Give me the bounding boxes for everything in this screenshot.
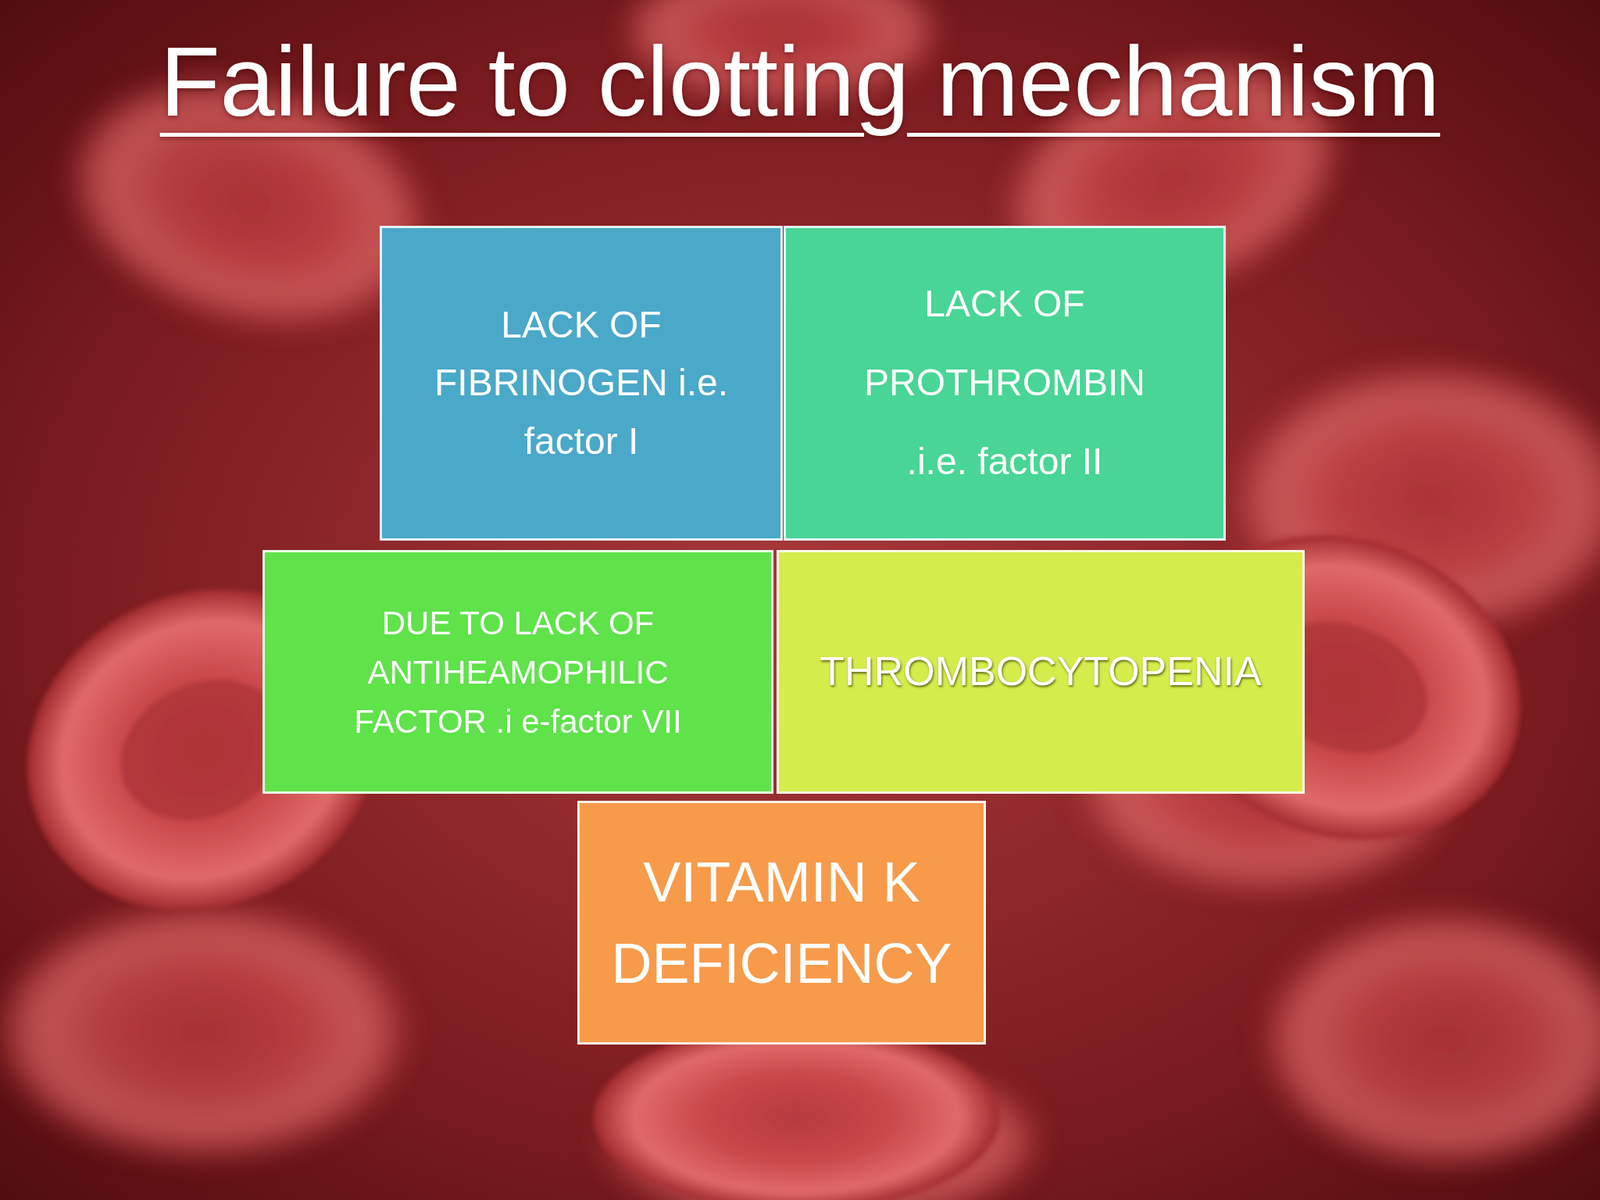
cause-box: THROMBOCYTOPENIA bbox=[776, 550, 1305, 794]
cause-box: DUE TO LACK OF ANTIHEAMOPHILIC FACTOR .i… bbox=[262, 550, 774, 794]
cause-box: LACK OF FIBRINOGEN i.e. factor I bbox=[379, 225, 783, 541]
cause-box: LACK OF PROTHROMBIN .i.e. factor II bbox=[783, 225, 1226, 541]
box-label: LACK OF PROTHROMBIN .i.e. factor II bbox=[840, 264, 1169, 501]
cause-box: VITAMIN K DEFICIENCY bbox=[577, 800, 986, 1045]
slide-title: Failure to clotting mechanism bbox=[0, 23, 1600, 141]
box-label: LACK OF FIBRINOGEN i.e. factor I bbox=[397, 296, 765, 471]
box-label: THROMBOCYTOPENIA bbox=[819, 645, 1261, 699]
box-label: DUE TO LACK OF ANTIHEAMOPHILIC FACTOR .i… bbox=[299, 598, 737, 747]
box-label: VITAMIN K DEFICIENCY bbox=[598, 841, 966, 1005]
